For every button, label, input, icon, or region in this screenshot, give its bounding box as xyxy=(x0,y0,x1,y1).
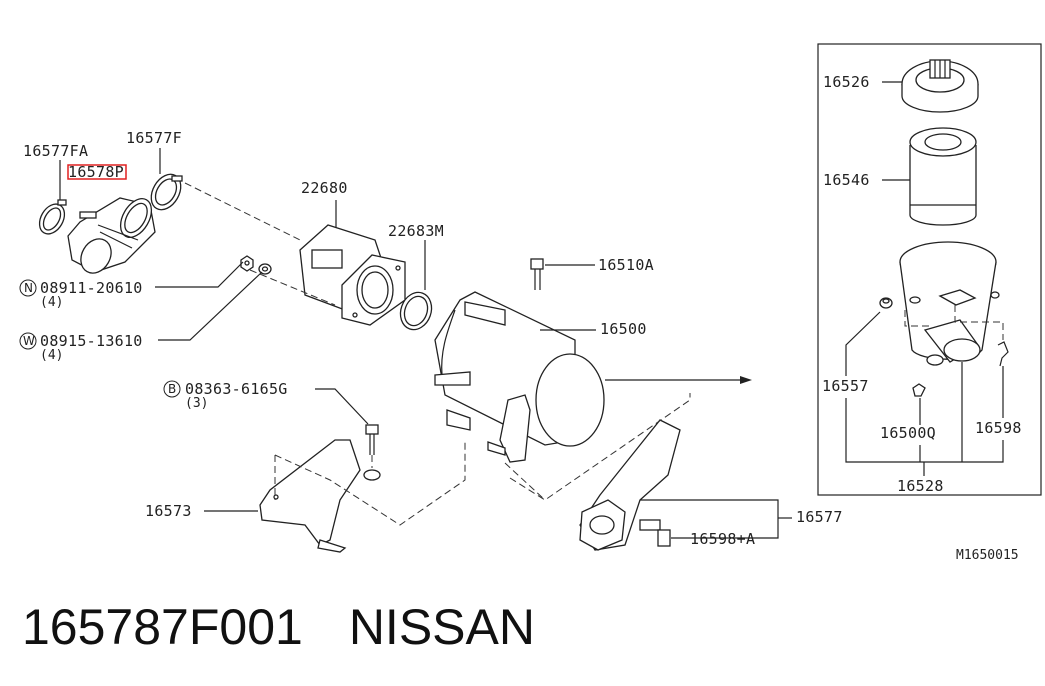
prefix-circle-n xyxy=(19,279,37,297)
air-cleaner-body xyxy=(899,241,1000,366)
label-16546: 16546 xyxy=(823,171,870,189)
label-16500: 16500 xyxy=(600,320,647,338)
label-16528: 16528 xyxy=(897,477,944,495)
gasket-22683M xyxy=(399,291,433,331)
prefix-n: N xyxy=(24,281,33,295)
prefix-w: W xyxy=(23,334,35,348)
nut-08911 xyxy=(240,255,254,272)
label-16500Q: 16500Q xyxy=(880,424,936,442)
prefix-circle-w xyxy=(19,332,37,350)
air-flow-meter xyxy=(299,224,406,326)
label-16598A: 16598+A xyxy=(690,530,755,548)
label-16510A: 16510A xyxy=(598,256,654,274)
label-22683M: 22683M xyxy=(388,222,444,240)
label-16573: 16573 xyxy=(145,502,192,520)
label-16577: 16577 xyxy=(796,508,843,526)
part-caption: 165787F001 NISSAN xyxy=(22,598,581,656)
part-number: 165787F001 xyxy=(22,599,303,655)
air-duct-16578P xyxy=(67,197,156,274)
label-16578P: 16578P xyxy=(68,163,124,181)
label-08363: 08363-6165G xyxy=(185,380,288,398)
bolt-16510A xyxy=(530,258,544,290)
drain-valve xyxy=(912,383,926,397)
qty-08363: (3) xyxy=(185,396,208,411)
prefix-circle-b xyxy=(163,380,181,398)
clamp-16577FA xyxy=(38,199,67,235)
grommet xyxy=(879,297,893,309)
clip-16598 xyxy=(997,341,1009,367)
label-22680: 22680 xyxy=(301,179,348,197)
highlight-box xyxy=(67,164,127,180)
filter-element xyxy=(909,127,977,226)
label-08915: 08915-13610 xyxy=(40,332,143,350)
air-cleaner-assembly xyxy=(434,291,605,463)
inset-frame xyxy=(817,43,1042,496)
air-cleaner-cover xyxy=(901,59,979,113)
brand-name: NISSAN xyxy=(348,599,535,655)
bracket-16573 xyxy=(259,439,361,553)
qty-08915: (4) xyxy=(40,348,63,363)
drawing-number: M1650015 xyxy=(956,548,1019,563)
label-16598: 16598 xyxy=(975,419,1022,437)
bolt-08363 xyxy=(363,424,381,481)
washer-08915 xyxy=(258,263,272,275)
clamp-16577F xyxy=(150,173,183,211)
prefix-b: B xyxy=(168,382,176,396)
label-16526: 16526 xyxy=(823,73,870,91)
qty-08911: (4) xyxy=(40,295,63,310)
label-16577FA: 16577FA xyxy=(23,142,88,160)
label-16557: 16557 xyxy=(822,377,869,395)
sensor-16598A xyxy=(639,519,671,547)
label-16577F: 16577F xyxy=(126,129,182,147)
label-08911: 08911-20610 xyxy=(40,279,143,297)
